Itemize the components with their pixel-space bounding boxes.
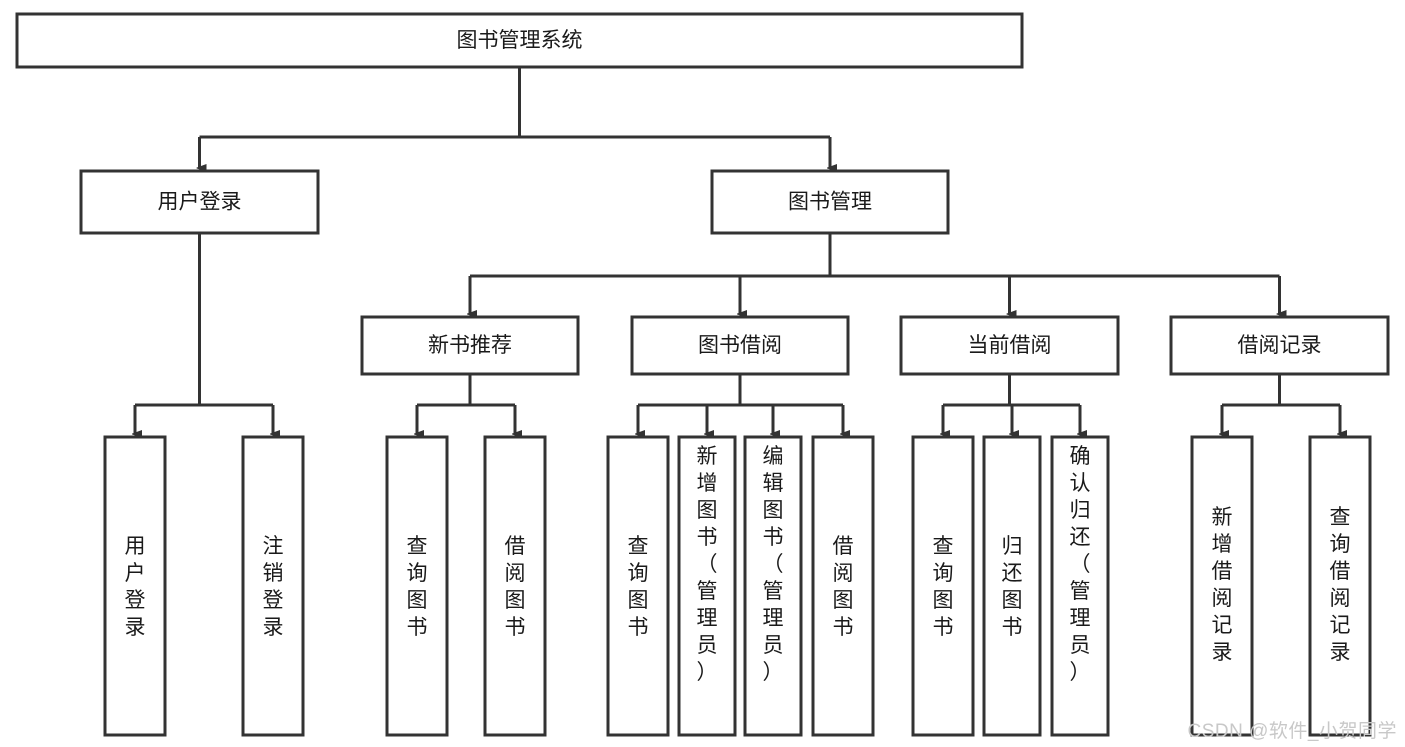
- node-leaf-return-book[interactable]: 归还图书: [982, 435, 1042, 737]
- node-book-borrow-label: 图书借阅: [698, 334, 782, 357]
- node-leaf-confirm-return-box: [1050, 435, 1110, 737]
- node-leaf-borrow-book[interactable]: 借阅图书: [811, 435, 875, 737]
- node-borrow-record-label: 借阅记录: [1238, 334, 1322, 357]
- node-root[interactable]: 图书管理系统: [15, 12, 1024, 69]
- node-leaf-query-book-current-box: [911, 435, 975, 737]
- node-leaf-query-borrow-record[interactable]: 查询借阅记录: [1308, 435, 1372, 737]
- node-leaf-borrow-book-recommend[interactable]: 借阅图书: [483, 435, 547, 737]
- node-leaf-add-book-label: 新增图书（管理员）: [697, 445, 718, 684]
- node-current-borrow[interactable]: 当前借阅: [899, 315, 1120, 376]
- node-leaf-borrow-book-label: 借阅图书: [833, 535, 854, 639]
- csdn-watermark: CSDN @软件_小贺同学: [1187, 721, 1397, 742]
- node-leaf-user-logout[interactable]: 注销登录: [241, 435, 305, 737]
- connectors-layer: [135, 67, 1340, 434]
- node-leaf-user-login-label: 用户登录: [125, 535, 146, 639]
- node-borrow-record-box: [1169, 315, 1390, 376]
- node-leaf-confirm-return-label: 确认归还（管理员）: [1070, 445, 1091, 684]
- node-leaf-borrow-book-box: [811, 435, 875, 737]
- node-root-box: [15, 12, 1024, 69]
- node-leaf-borrow-book-recommend-label: 借阅图书: [505, 535, 526, 639]
- node-leaf-query-borrow-record-label: 查询借阅记录: [1330, 506, 1351, 664]
- node-book-manage-label: 图书管理: [788, 191, 872, 214]
- node-leaf-query-book-current[interactable]: 查询图书: [911, 435, 975, 737]
- node-leaf-query-book-recommend-box: [385, 435, 449, 737]
- node-user-login-label: 用户登录: [158, 191, 242, 214]
- node-leaf-add-borrow-record[interactable]: 新增借阅记录: [1190, 435, 1254, 737]
- node-book-manage-box: [710, 169, 950, 235]
- node-leaf-edit-book[interactable]: 编辑图书（管理员）: [743, 435, 803, 737]
- node-book-borrow[interactable]: 图书借阅: [630, 315, 850, 376]
- node-root-label: 图书管理系统: [457, 29, 583, 52]
- node-leaf-query-book-recommend[interactable]: 查询图书: [385, 435, 449, 737]
- node-leaf-query-book-borrow-label: 查询图书: [628, 535, 649, 639]
- node-user-login-box: [79, 169, 320, 235]
- node-leaf-edit-book-box: [743, 435, 803, 737]
- node-leaf-confirm-return[interactable]: 确认归还（管理员）: [1050, 435, 1110, 737]
- node-book-borrow-box: [630, 315, 850, 376]
- node-current-borrow-label: 当前借阅: [968, 334, 1052, 357]
- node-leaf-query-book-borrow-box: [606, 435, 670, 737]
- node-leaf-return-book-box: [982, 435, 1042, 737]
- node-leaf-add-book-box: [677, 435, 737, 737]
- node-new-book-recommend[interactable]: 新书推荐: [360, 315, 580, 376]
- node-current-borrow-box: [899, 315, 1120, 376]
- node-leaf-query-book-borrow[interactable]: 查询图书: [606, 435, 670, 737]
- node-borrow-record[interactable]: 借阅记录: [1169, 315, 1390, 376]
- node-new-book-recommend-label: 新书推荐: [428, 334, 512, 357]
- node-book-manage[interactable]: 图书管理: [710, 169, 950, 235]
- node-new-book-recommend-box: [360, 315, 580, 376]
- node-leaf-edit-book-label: 编辑图书（管理员）: [763, 445, 784, 684]
- node-leaf-return-book-label: 归还图书: [1002, 535, 1023, 639]
- node-leaf-query-book-current-label: 查询图书: [933, 535, 954, 639]
- node-leaf-add-book[interactable]: 新增图书（管理员）: [677, 435, 737, 737]
- node-leaf-user-login[interactable]: 用户登录: [103, 435, 167, 737]
- node-leaf-query-borrow-record-box: [1308, 435, 1372, 737]
- node-leaf-query-book-recommend-label: 查询图书: [407, 535, 428, 639]
- boxes-layer: 图书管理系统用户登录图书管理新书推荐图书借阅当前借阅借阅记录用户登录注销登录查询…: [15, 12, 1390, 737]
- node-leaf-user-login-box: [103, 435, 167, 737]
- node-leaf-borrow-book-recommend-box: [483, 435, 547, 737]
- node-leaf-add-borrow-record-label: 新增借阅记录: [1212, 506, 1233, 664]
- node-leaf-user-logout-label: 注销登录: [263, 535, 284, 639]
- node-leaf-user-logout-box: [241, 435, 305, 737]
- node-user-login[interactable]: 用户登录: [79, 169, 320, 235]
- node-leaf-add-borrow-record-box: [1190, 435, 1254, 737]
